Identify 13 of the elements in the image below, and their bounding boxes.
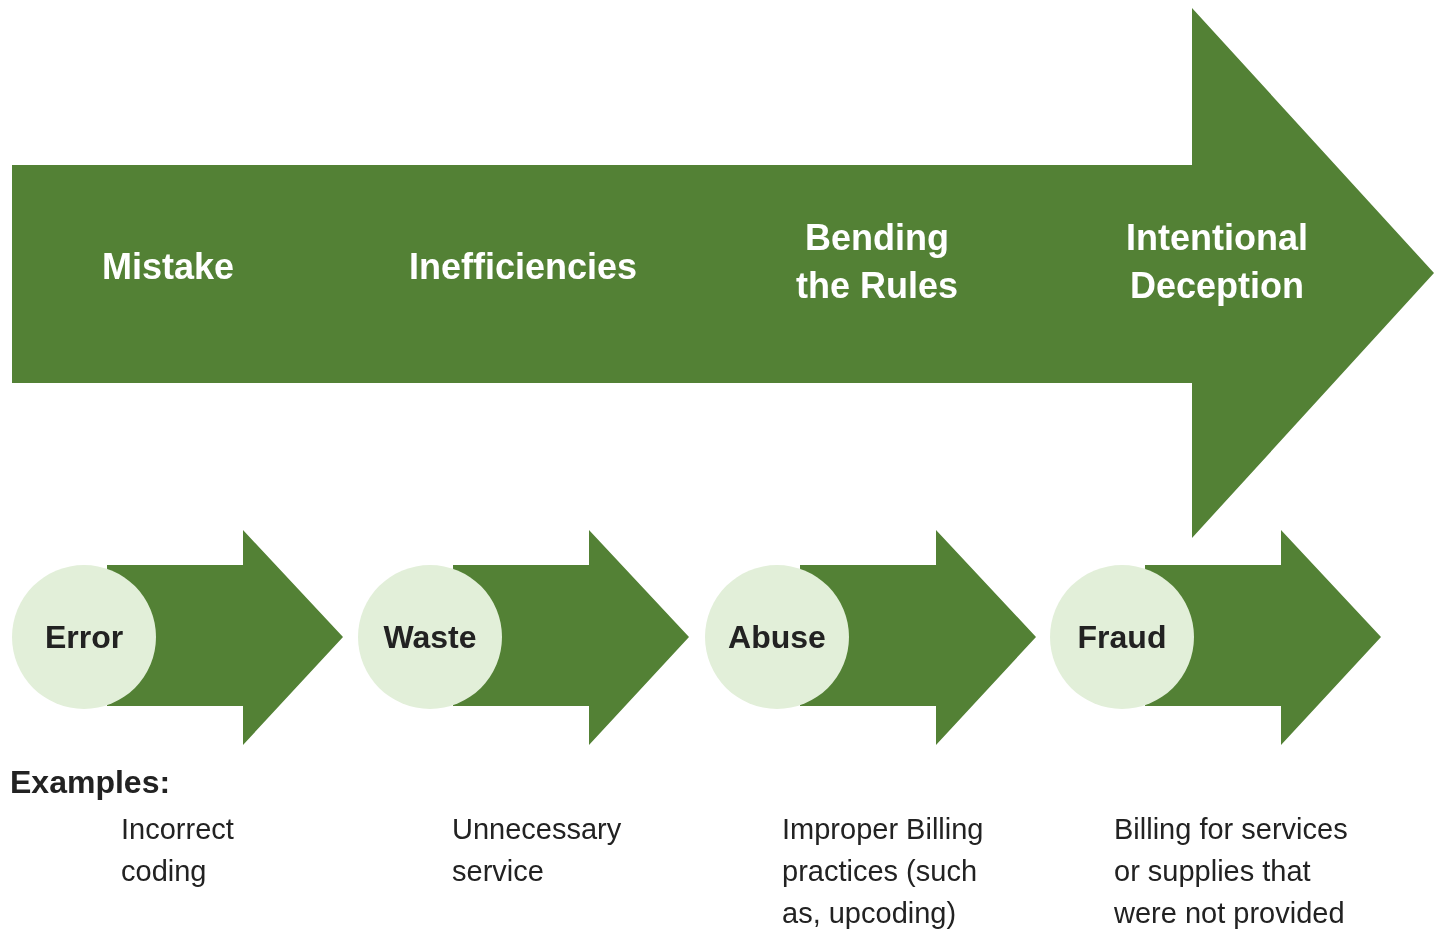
examples-heading: Examples:: [10, 764, 171, 801]
example-text: Incorrect coding: [121, 812, 235, 889]
example-text: Improper Billing practices (such as, upcoding): [782, 812, 985, 930]
category-circle: Error: [12, 565, 156, 709]
category-circle: Fraud: [1050, 565, 1194, 709]
stage-label: Mistake: [100, 245, 236, 289]
category-circle: Abuse: [705, 565, 849, 709]
stage-label: Inefficiencies: [407, 245, 639, 289]
category-circle: Waste: [358, 565, 502, 709]
stage-label: Intentional Deception: [1125, 216, 1309, 308]
example-text: Billing for services or supplies that were not provided: [1114, 812, 1349, 930]
example-text: Unnecessary service: [452, 812, 623, 889]
stage-label: Bending the Rules: [794, 216, 959, 308]
